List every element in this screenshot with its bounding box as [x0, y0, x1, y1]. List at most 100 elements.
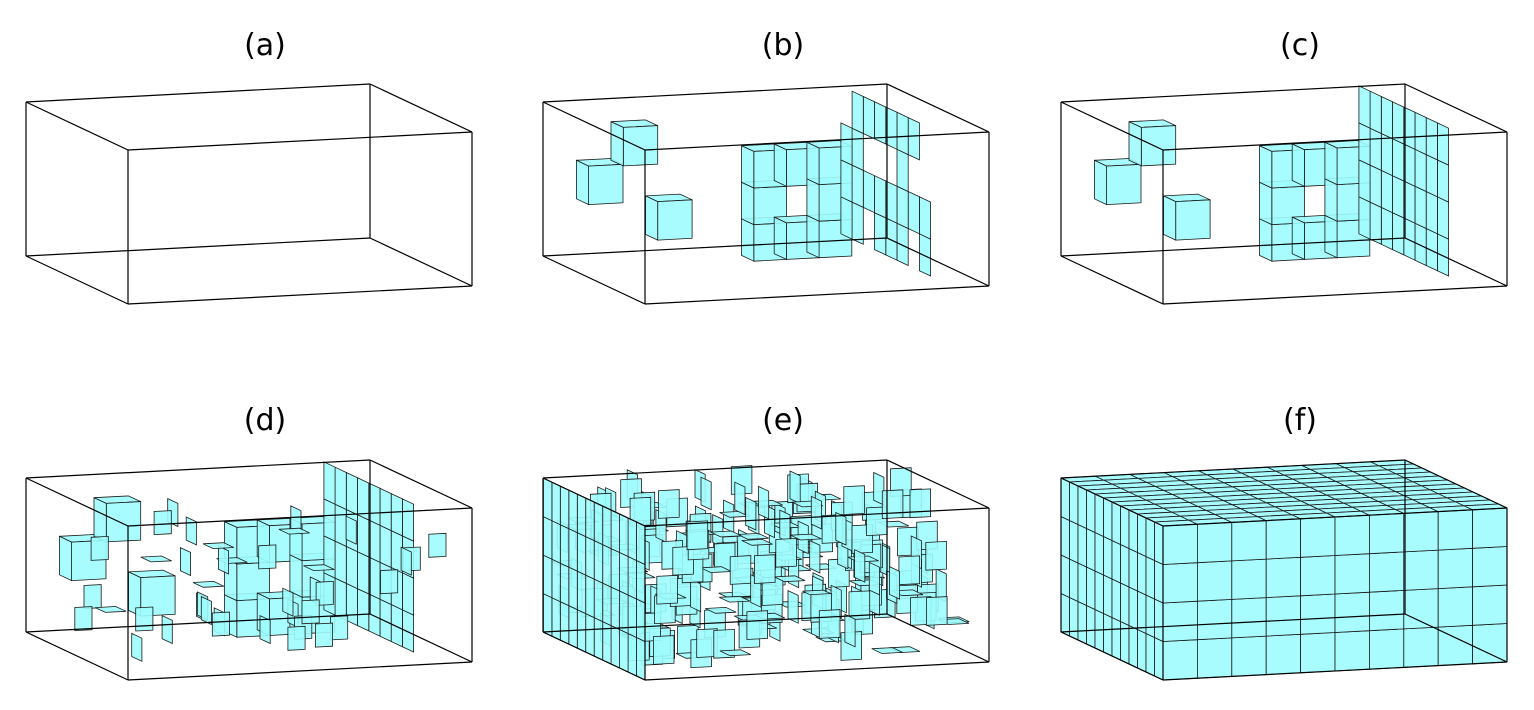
- plate-face: [1392, 212, 1405, 256]
- plate-face: [345, 471, 358, 516]
- plate-face: [868, 561, 880, 596]
- plate-face: [1425, 153, 1438, 198]
- plate-face: [379, 598, 392, 643]
- box-edge: [1404, 613, 1508, 663]
- box-edge: [1060, 631, 1164, 681]
- box-edge: [1060, 101, 1164, 151]
- panel-label-f: (f): [1283, 403, 1317, 438]
- plate-face: [543, 477, 553, 522]
- plate-face: [881, 489, 904, 520]
- plate-face: [301, 599, 320, 625]
- plate-face: [1069, 596, 1079, 641]
- plate-face: [315, 580, 334, 606]
- voxel-face: [1128, 121, 1142, 167]
- voxel-face: [622, 125, 659, 167]
- plate-face: [658, 489, 680, 519]
- plate-face: [1145, 517, 1155, 562]
- plate-face: [1334, 591, 1370, 633]
- plate-face: [593, 501, 604, 546]
- panel-label-b: (b): [762, 28, 804, 63]
- voxel-face: [657, 199, 693, 241]
- plate-face: [303, 564, 335, 572]
- plate-face: [1145, 632, 1155, 677]
- plate-face: [1086, 489, 1096, 534]
- plate-face: [1392, 138, 1405, 182]
- plate-face: [1380, 95, 1393, 140]
- plate-face: [1380, 169, 1393, 214]
- plate-face: [1137, 551, 1147, 596]
- plate-face: [729, 555, 752, 585]
- voxel-face: [741, 218, 755, 262]
- plate-face: [135, 606, 154, 632]
- plate-face: [551, 597, 561, 641]
- plate-face: [1111, 616, 1121, 661]
- plate-face: [323, 535, 336, 579]
- plate-face: [1231, 558, 1267, 600]
- plate-face: [1414, 111, 1427, 156]
- box-edge: [644, 661, 990, 681]
- plate-face: [1403, 549, 1439, 591]
- plate-face: [889, 565, 900, 600]
- plate-face: [741, 538, 773, 546]
- plate-face: [334, 503, 347, 548]
- plate-face: [1162, 600, 1198, 642]
- voxel-face: [806, 178, 820, 222]
- plate-face: [390, 603, 403, 648]
- plate-face: [323, 498, 336, 542]
- plate-face: [211, 611, 230, 637]
- plate-face: [1437, 547, 1473, 590]
- plate-face: [774, 575, 806, 583]
- voxel-face: [93, 497, 107, 543]
- box-edge: [644, 285, 990, 305]
- plate-face: [1077, 600, 1087, 645]
- voxel-face: [1163, 195, 1177, 241]
- plate-face: [1086, 527, 1096, 572]
- plate-face: [700, 476, 712, 511]
- plate-face: [1128, 624, 1138, 669]
- plate-face: [1380, 132, 1393, 177]
- plate-face: [1094, 570, 1104, 615]
- box-edge: [25, 631, 129, 681]
- plate-face: [1103, 574, 1113, 619]
- plate-face: [401, 498, 415, 542]
- box-edge: [1060, 237, 1406, 257]
- plate-face: [758, 485, 770, 520]
- box-edge: [369, 83, 473, 133]
- plate-face: [619, 513, 629, 558]
- plate-face: [1334, 514, 1370, 556]
- plate-face: [636, 636, 646, 681]
- plate-face: [1369, 90, 1382, 135]
- plate-face: [754, 554, 776, 584]
- plate-face: [543, 516, 553, 560]
- plate-face: [1154, 521, 1164, 566]
- plate-face: [898, 555, 920, 586]
- plate-face: [1425, 227, 1438, 272]
- box-edge: [1404, 237, 1508, 287]
- plate-face: [334, 577, 347, 621]
- plate-face: [357, 551, 370, 595]
- plate-face: [593, 539, 604, 584]
- plate-face: [871, 647, 903, 654]
- plate-face: [862, 169, 875, 214]
- plate-face: [1437, 233, 1449, 277]
- plate-face: [779, 509, 791, 544]
- plate-face: [790, 533, 822, 541]
- plate-face: [896, 148, 909, 193]
- box-edge: [1060, 613, 1406, 633]
- plate-face: [874, 175, 887, 219]
- plate-face: [380, 569, 399, 595]
- plate-face: [559, 562, 570, 607]
- plate-face: [636, 521, 646, 566]
- voxel-face: [806, 141, 820, 186]
- plate-face: [1197, 521, 1233, 564]
- plate-face: [282, 587, 294, 617]
- box-edge: [1162, 285, 1508, 305]
- plate-face: [710, 530, 742, 538]
- plate-face: [690, 578, 702, 613]
- plate-face: [314, 622, 334, 648]
- plate-face: [610, 624, 620, 669]
- box-edge: [1162, 661, 1508, 681]
- plate-face: [585, 612, 595, 657]
- plate-face: [593, 578, 604, 623]
- plate-face: [1300, 632, 1336, 674]
